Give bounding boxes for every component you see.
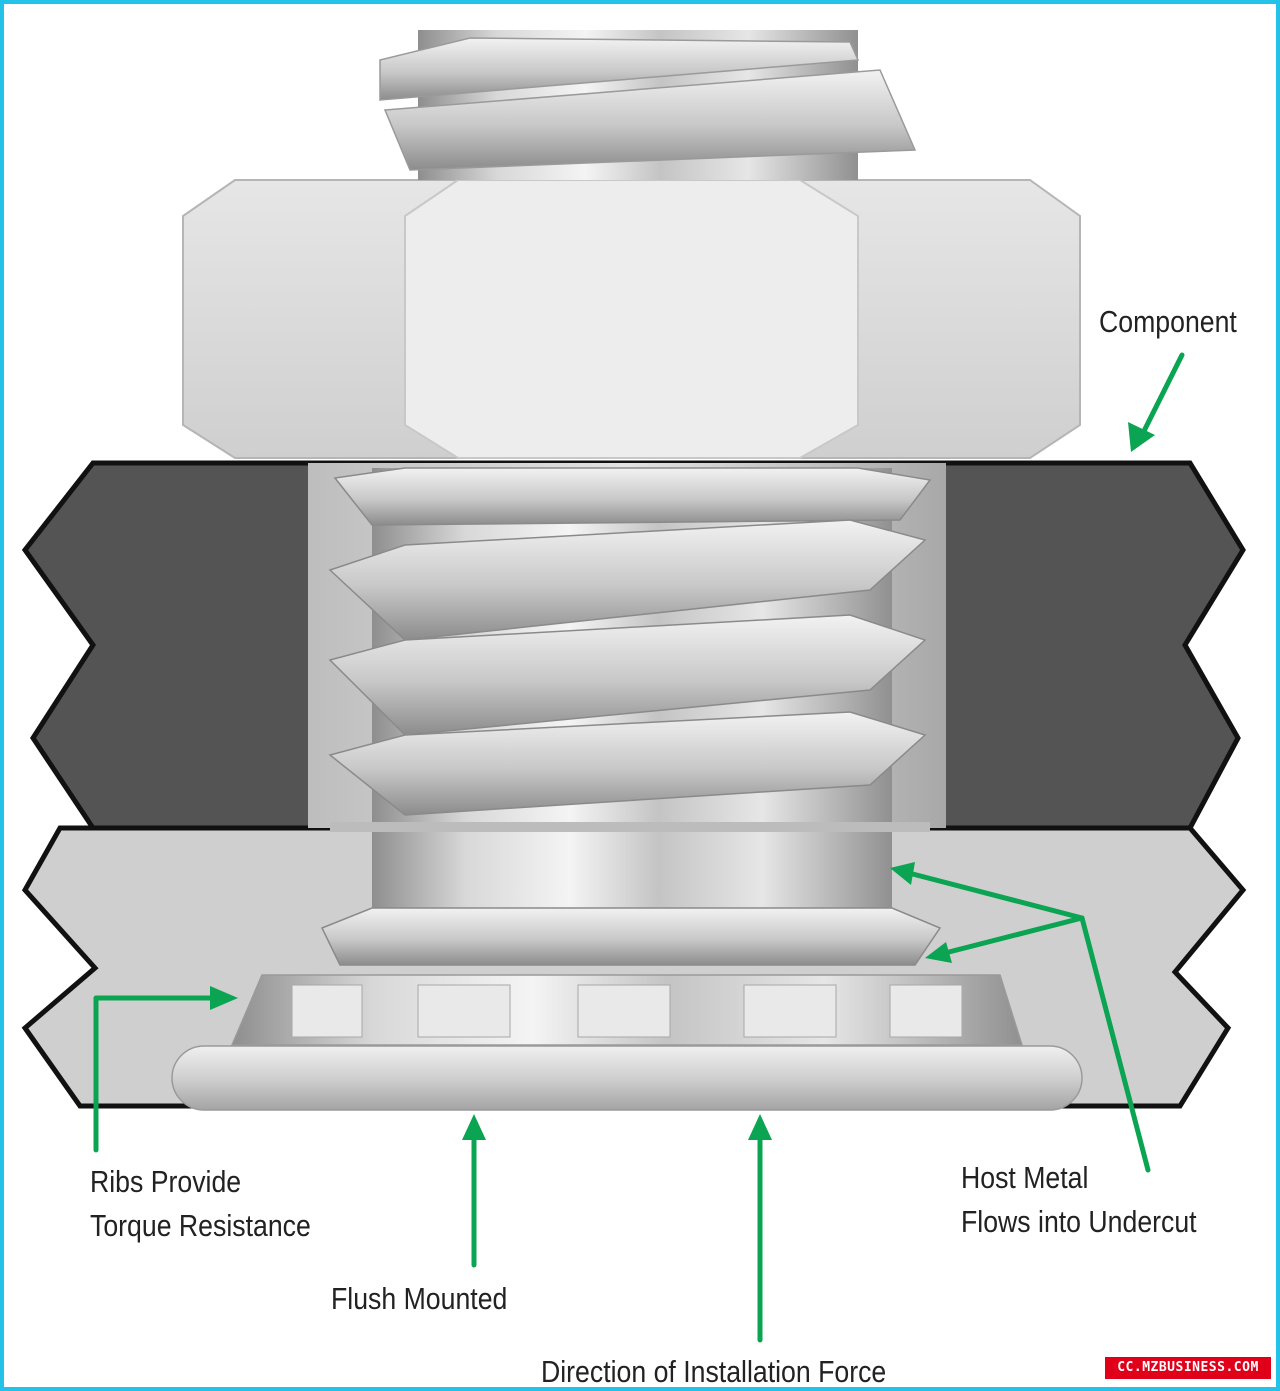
flange [171,1045,1083,1111]
label-host-line1: Host Metal [961,1160,1089,1195]
ribs-arrowhead-icon [210,986,238,1010]
arrowheads [210,422,1155,1140]
host-arrow-shaft [1079,915,1151,1173]
label-host-line2: Flows into Undercut [961,1204,1197,1239]
stud-thread-mid [383,69,917,171]
host-upper-arrowhead-icon [890,862,915,885]
label-ribs-line1: Ribs Provide [90,1164,242,1199]
annotation-arrows [93,352,1185,1343]
host-arrow-branch-upper [902,869,1085,921]
hex-nut-face [404,179,859,459]
direction-arrowhead-icon [748,1114,772,1140]
label-component: Component [1099,304,1237,339]
ribs-arrow-shaft [93,995,225,1153]
host-lower-arrowhead-icon [925,942,952,963]
crest-band [330,822,930,832]
label-flush-mounted: Flush Mounted [331,1281,508,1316]
stud-thread-top [379,37,860,101]
label-installation-force: Direction of Installation Force [541,1354,887,1389]
fastener-cross-section [21,30,1247,1343]
component-arrowhead-icon [1128,422,1155,452]
label-ribs-line2: Torque Resistance [90,1208,311,1243]
watermark: CC.MZBUSINESS.COM [1105,1357,1271,1379]
component-arrow-shaft [1139,352,1185,438]
host-arrow-branch-lower [942,915,1085,956]
thread-crests [328,467,932,816]
lower-crest [320,907,942,966]
flush-arrowhead-icon [462,1114,486,1140]
torque-ribs [291,984,963,1038]
